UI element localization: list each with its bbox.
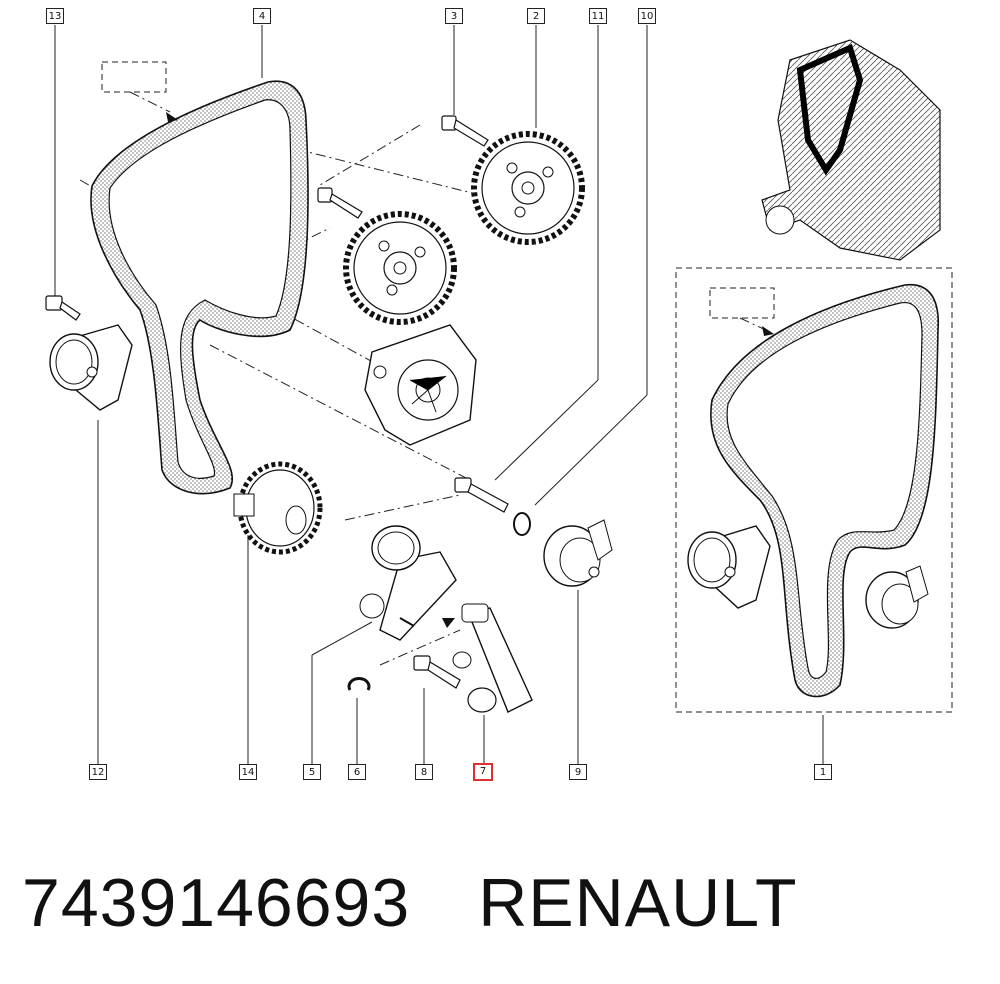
camshaft-pulley-right	[471, 131, 585, 245]
callout-7-highlighted: 7	[473, 763, 493, 781]
callout-8: 8	[415, 764, 433, 780]
bolt-camshaft-left	[317, 187, 363, 219]
callout-6: 6	[348, 764, 366, 780]
callout-13: 13	[46, 8, 64, 24]
water-pump	[364, 324, 477, 446]
bolt-tensioner-left	[45, 295, 81, 321]
timing-belt-exploded-diagram	[45, 25, 953, 765]
crankshaft-sprocket	[233, 461, 323, 555]
leader-lines	[54, 25, 824, 765]
tensioner-roller-left	[49, 324, 133, 411]
idler-pulley-arm	[359, 525, 457, 641]
caption: 7439146693 RENAULT	[22, 858, 798, 948]
tensioner-roller-right	[543, 519, 613, 587]
camshaft-pulley-left	[343, 211, 457, 325]
reference-box-left	[101, 61, 167, 93]
callout-2: 2	[527, 8, 545, 24]
engine-thumbnail	[761, 39, 941, 261]
callout-9: 9	[569, 764, 587, 780]
brand-name: RENAULT	[478, 865, 798, 941]
callout-1: 1	[814, 764, 832, 780]
bolt-small	[413, 655, 461, 689]
callout-5: 5	[303, 764, 321, 780]
callout-14: 14	[239, 764, 257, 780]
callout-3: 3	[445, 8, 463, 24]
bolt-camshaft-right	[441, 115, 489, 147]
reference-box-right	[709, 287, 775, 319]
circlip	[347, 677, 371, 691]
kit-idler-roller	[865, 565, 929, 629]
callout-11: 11	[589, 8, 607, 24]
kit-tensioner-roller	[687, 525, 771, 609]
washer	[513, 512, 531, 536]
direction-arrows	[166, 112, 774, 628]
callout-12: 12	[89, 764, 107, 780]
hydraulic-tensioner	[452, 603, 533, 713]
callout-4: 4	[253, 8, 271, 24]
callout-10: 10	[638, 8, 656, 24]
bolt-long	[454, 477, 509, 513]
part-number: 7439146693	[22, 865, 411, 941]
